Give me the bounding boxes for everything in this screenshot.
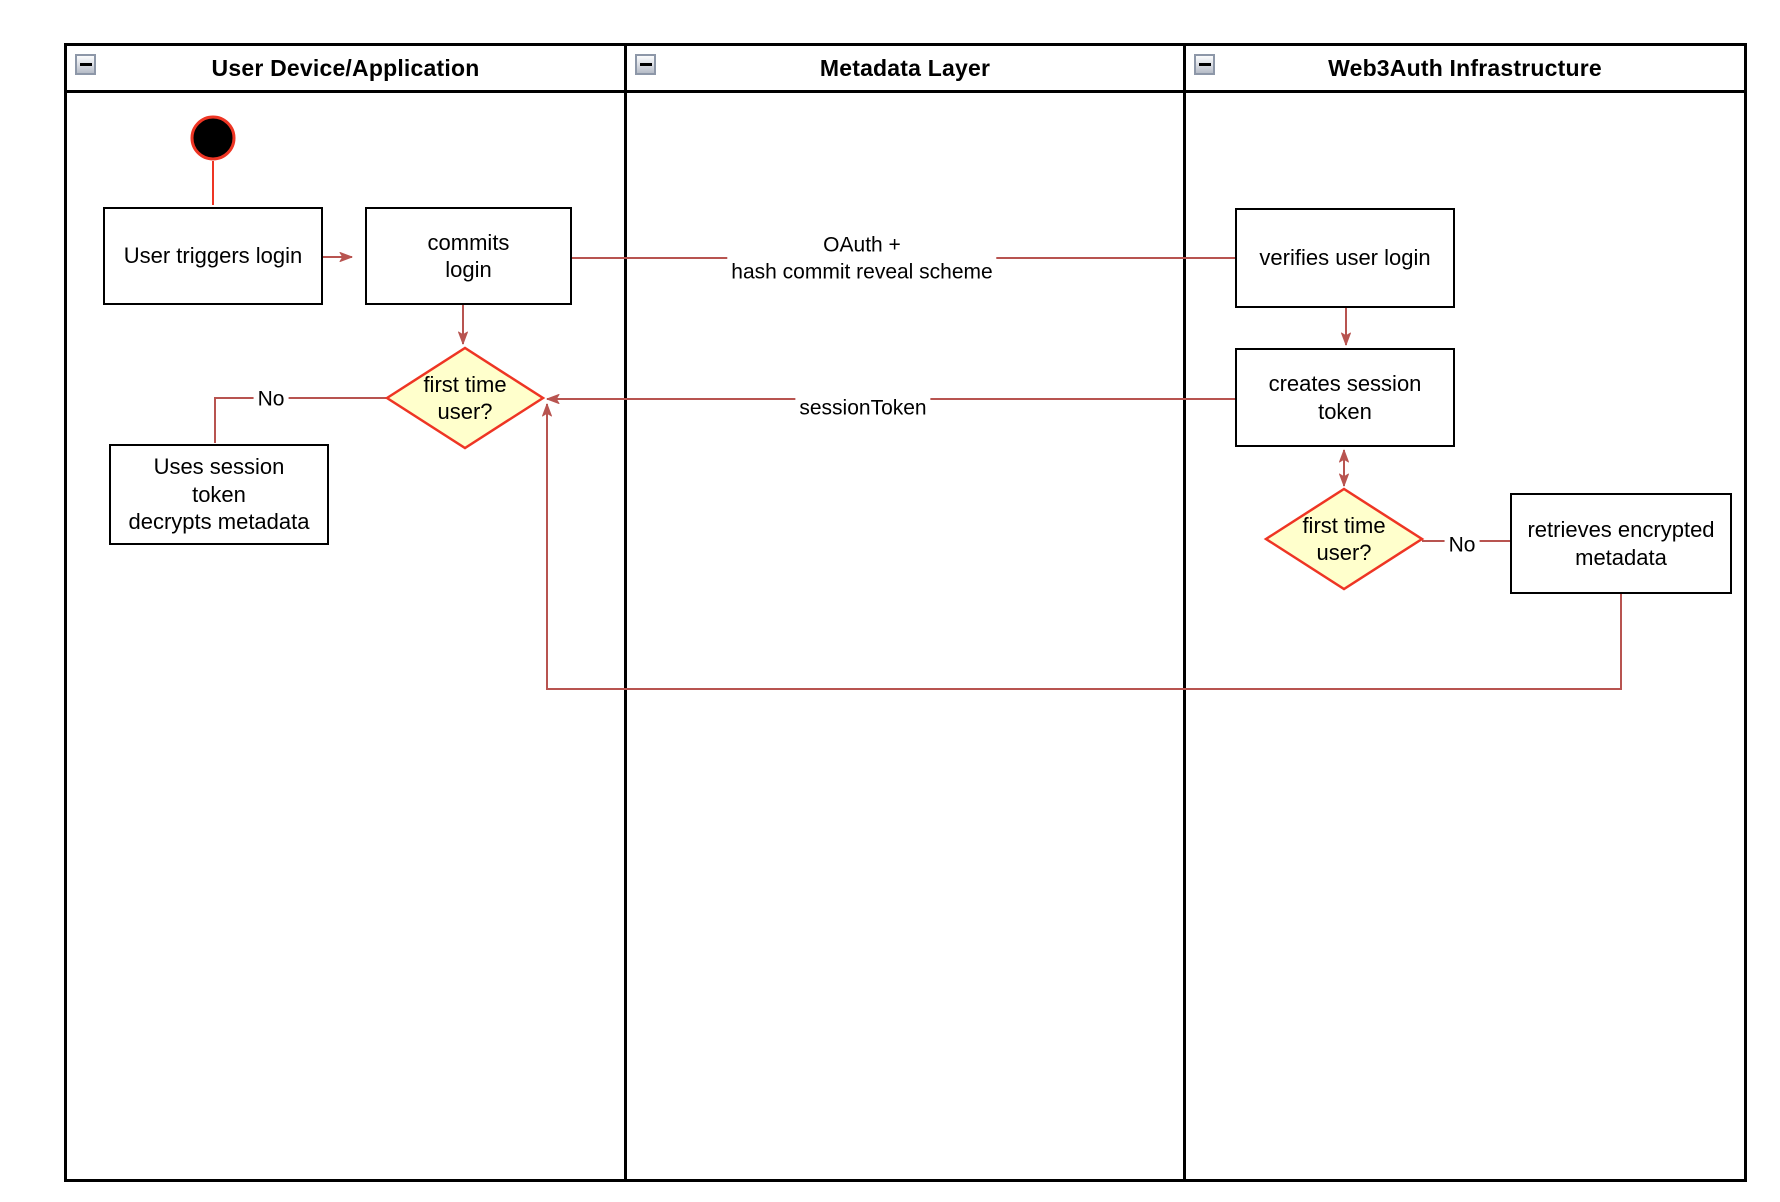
- collapse-icon[interactable]: [1194, 54, 1215, 75]
- edge-label-oauth[interactable]: OAuth + hash commit reveal scheme: [727, 231, 997, 287]
- node-retrieves-encrypted-metadata[interactable]: retrieves encrypted metadata: [1510, 493, 1732, 594]
- node-uses-session-token[interactable]: Uses session token decrypts metadata: [109, 444, 329, 545]
- lane-title-web3auth-infrastructure: Web3Auth Infrastructure: [1328, 54, 1602, 81]
- edge-label-session-token[interactable]: sessionToken: [795, 394, 931, 422]
- lane-user-device: User Device/Application: [67, 46, 624, 1179]
- minus-glyph: [1198, 63, 1211, 66]
- decision-label-infra: first time user?: [1302, 512, 1386, 566]
- lane-title-metadata-layer: Metadata Layer: [819, 54, 991, 81]
- lane-header-user-device: User Device/Application: [67, 46, 624, 93]
- node-creates-session-token[interactable]: creates session token: [1235, 348, 1455, 447]
- lane-metadata-layer: Metadata Layer: [624, 46, 1183, 1179]
- node-commits-login[interactable]: commits login: [365, 207, 572, 305]
- node-user-triggers-login[interactable]: User triggers login: [103, 207, 323, 305]
- minus-glyph: [639, 63, 652, 66]
- node-verifies-user-login[interactable]: verifies user login: [1235, 208, 1455, 308]
- lane-header-metadata-layer: Metadata Layer: [627, 46, 1183, 93]
- lane-header-web3auth-infrastructure: Web3Auth Infrastructure: [1186, 46, 1744, 93]
- edge-label-no-device[interactable]: No: [253, 385, 289, 413]
- edge-label-no-infra[interactable]: No: [1444, 531, 1480, 559]
- minus-glyph: [79, 63, 92, 66]
- collapse-icon[interactable]: [75, 54, 96, 75]
- lane-title-user-device: User Device/Application: [211, 54, 480, 81]
- collapse-icon[interactable]: [635, 54, 656, 75]
- decision-label-device: first time user?: [423, 371, 507, 425]
